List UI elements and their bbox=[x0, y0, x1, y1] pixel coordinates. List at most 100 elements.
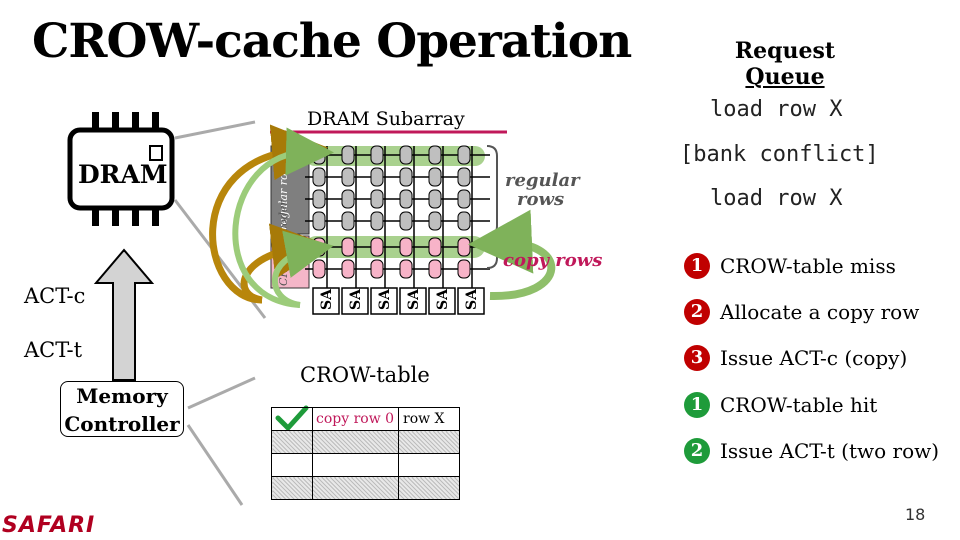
crow-table-row bbox=[271, 476, 460, 500]
copy-cell bbox=[428, 237, 442, 257]
step-text: Issue ACT-t (two row) bbox=[720, 438, 940, 463]
step-miss-2: 2 Allocate a copy row bbox=[684, 298, 919, 325]
page-title: CROW-cache Operation bbox=[32, 14, 632, 69]
sense-amp bbox=[312, 287, 340, 315]
zoom-line-top bbox=[174, 120, 256, 140]
subarray-marker bbox=[149, 145, 163, 161]
dram-cell bbox=[341, 145, 355, 165]
dram-cell bbox=[457, 167, 471, 187]
act-t-arrow-regular bbox=[232, 127, 334, 308]
act-c-arrow-regular bbox=[209, 124, 328, 304]
copy-row-arrow bbox=[468, 209, 556, 301]
regular-rows-brace bbox=[486, 145, 498, 237]
step-text: Allocate a copy row bbox=[720, 299, 920, 324]
copy-cell bbox=[341, 259, 355, 279]
copy-rows-brace bbox=[486, 235, 498, 269]
dram-cell bbox=[341, 211, 355, 231]
step-text: Issue ACT-c (copy) bbox=[720, 345, 908, 370]
safari-logo: SAFARI bbox=[2, 513, 96, 538]
act-t-arrow-copy bbox=[272, 230, 334, 308]
dram-cell bbox=[312, 167, 326, 187]
dram-cell bbox=[370, 189, 384, 209]
copy-rows-label: copy rows bbox=[503, 250, 602, 271]
step-number-badge: 2 bbox=[684, 438, 710, 464]
regular-rows-label-line2: rows bbox=[517, 189, 564, 210]
step-number-badge: 3 bbox=[684, 345, 710, 371]
dram-cell bbox=[399, 189, 413, 209]
dram-cell bbox=[399, 145, 413, 165]
command-arrow bbox=[93, 248, 155, 381]
crow-table-row: copy row 0 row X bbox=[271, 407, 460, 431]
dram-cell bbox=[428, 189, 442, 209]
step-hit-2: 2 Issue ACT-t (two row) bbox=[684, 437, 939, 464]
crow-table: copy row 0 row X bbox=[271, 407, 460, 500]
subarray-label: DRAM Subarray bbox=[307, 108, 465, 130]
step-miss-3: 3 Issue ACT-c (copy) bbox=[684, 344, 907, 371]
copy-cell bbox=[370, 237, 384, 257]
dram-cell bbox=[428, 167, 442, 187]
dram-cell bbox=[399, 167, 413, 187]
request-queue-title: Request Queue bbox=[700, 38, 870, 90]
sense-amp-label: SA bbox=[406, 288, 422, 310]
queue-item: load row X bbox=[710, 186, 843, 211]
copy-cell bbox=[428, 259, 442, 279]
dram-cell bbox=[312, 189, 326, 209]
zoom-line-table-bottom bbox=[186, 424, 244, 506]
sense-amp bbox=[428, 287, 456, 315]
page-number: 18 bbox=[905, 505, 926, 524]
copy-row-cell: copy row 0 bbox=[312, 407, 399, 431]
sense-amp bbox=[399, 287, 427, 315]
dram-cell bbox=[312, 145, 326, 165]
dram-cell bbox=[457, 211, 471, 231]
step-number-badge: 1 bbox=[684, 253, 710, 279]
cell-array bbox=[305, 145, 490, 288]
sense-amp-label: SA bbox=[348, 288, 364, 310]
sense-amp-label: SA bbox=[377, 288, 393, 310]
row-cell: row X bbox=[398, 407, 460, 431]
dram-cell bbox=[428, 145, 442, 165]
step-text: CROW-table hit bbox=[720, 392, 878, 417]
sense-amplifiers: SA SA SA SA SA SA bbox=[312, 287, 485, 315]
regular-rows-label-line1: regular bbox=[505, 170, 581, 191]
sense-amp-label: SA bbox=[435, 288, 451, 310]
sense-amp-label: SA bbox=[319, 288, 335, 310]
dram-cell bbox=[312, 211, 326, 231]
copy-cell bbox=[341, 237, 355, 257]
valid-cell bbox=[271, 407, 313, 431]
sense-amp bbox=[370, 287, 398, 315]
step-miss-1: 1 CROW-table miss bbox=[684, 252, 896, 279]
step-number-badge: 2 bbox=[684, 299, 710, 325]
sense-amp bbox=[341, 287, 369, 315]
request-queue-title-line2: Queue bbox=[745, 64, 825, 90]
dram-cell bbox=[370, 145, 384, 165]
step-text: CROW-table miss bbox=[720, 253, 896, 278]
queue-item: [bank conflict] bbox=[680, 142, 879, 167]
dram-cell bbox=[370, 167, 384, 187]
copy-cell bbox=[399, 237, 413, 257]
zoom-line-table-top bbox=[187, 376, 256, 410]
crow-table-row bbox=[271, 430, 460, 454]
queue-item: load row X bbox=[710, 97, 843, 122]
crow-table-row bbox=[271, 453, 460, 477]
dram-cell bbox=[457, 145, 471, 165]
copy-cell bbox=[399, 259, 413, 279]
copy-cell bbox=[312, 237, 326, 257]
memory-controller-line2: Controller bbox=[64, 412, 180, 436]
crow-table-title: CROW-table bbox=[300, 363, 430, 387]
dram-cell bbox=[457, 189, 471, 209]
copy-cell bbox=[457, 237, 471, 257]
dram-chip: DRAM bbox=[67, 112, 175, 226]
memory-controller-line1: Memory bbox=[76, 384, 168, 408]
sense-amp bbox=[457, 287, 485, 315]
copy-cell bbox=[457, 259, 471, 279]
memory-controller: Memory Controller bbox=[60, 381, 184, 437]
request-queue-title-line1: Request bbox=[734, 38, 836, 64]
dram-cell bbox=[341, 189, 355, 209]
copy-cell bbox=[370, 259, 384, 279]
sense-amp-label: SA bbox=[464, 288, 480, 310]
act-c-label: ACT-c bbox=[23, 284, 85, 308]
dram-cell bbox=[428, 211, 442, 231]
dram-cell bbox=[370, 211, 384, 231]
dram-cell bbox=[399, 211, 413, 231]
